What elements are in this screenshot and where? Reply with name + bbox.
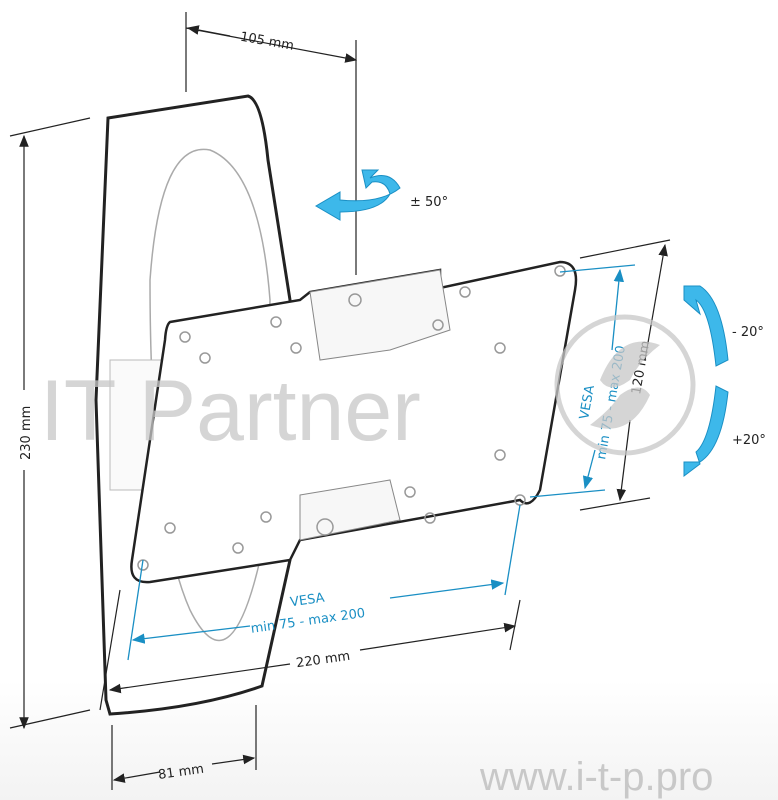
tv-plate bbox=[130, 260, 578, 584]
vesa-lines bbox=[127, 264, 636, 661]
watermark-brand: IT Partner bbox=[40, 363, 421, 459]
lower-bracket bbox=[299, 479, 401, 541]
tilt-down-angle: +20° bbox=[732, 433, 766, 448]
center-bracket bbox=[309, 269, 451, 361]
tilt-down-arrow-icon bbox=[683, 385, 729, 477]
vesa-h-label: VESA bbox=[289, 591, 325, 611]
dim-top-width: 105 mm bbox=[239, 30, 295, 54]
tilt-up-angle: - 20° bbox=[732, 325, 764, 340]
swivel-angle: ± 50° bbox=[410, 195, 448, 210]
watermark-url: www.i-t-p.pro bbox=[479, 755, 713, 799]
vesa-v-label: VESA bbox=[577, 384, 598, 421]
dim-depth: 81 mm bbox=[157, 762, 205, 783]
dim-plate-width: 220 mm bbox=[295, 649, 351, 671]
tilt-up-arrow-icon bbox=[683, 285, 729, 367]
dim-height: 230 mm bbox=[19, 406, 34, 460]
watermark-logo bbox=[554, 314, 696, 456]
dimension-lines bbox=[9, 12, 671, 790]
swivel-arrow-icon bbox=[315, 169, 401, 221]
